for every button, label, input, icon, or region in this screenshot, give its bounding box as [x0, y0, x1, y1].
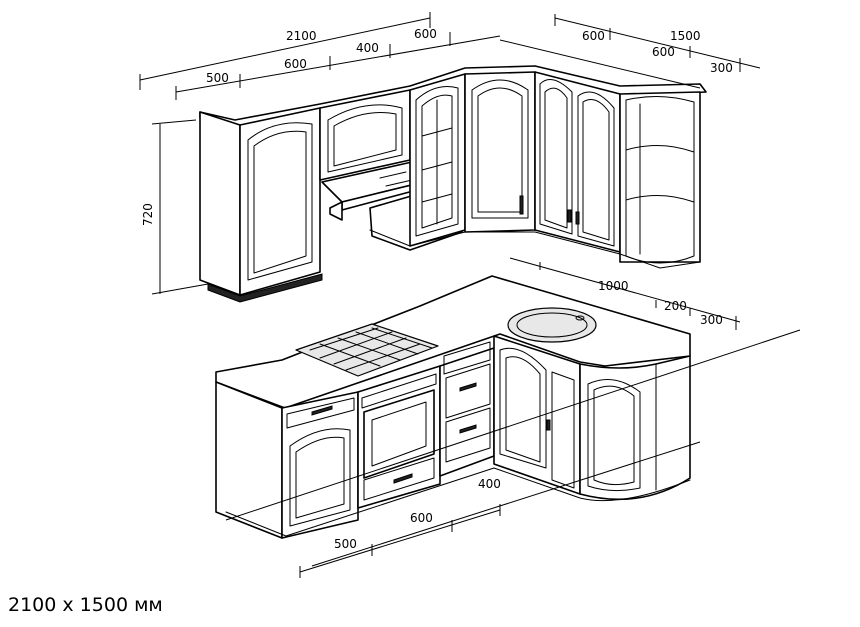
upper-cabinets [199, 65, 707, 303]
dim-lower-side-a: 200 [664, 299, 687, 313]
dim-upper-side-a: 600 [582, 29, 605, 43]
upper-open-shelves [619, 91, 701, 264]
lower-left-cabinet [215, 381, 359, 539]
dim-upper-side-total: 1500 [670, 29, 701, 43]
sink-cabinet [493, 335, 581, 495]
dim-lower-front-a: 500 [334, 537, 357, 551]
dim-lower-front-c: 400 [478, 477, 501, 491]
dimension-labels: 2100 500 600 400 600 1500 600 600 300 72… [141, 27, 733, 551]
drawer-cabinet [439, 341, 495, 477]
sink [507, 307, 597, 343]
lower-cabinets [215, 275, 691, 539]
upper-glass-cabinet [409, 73, 466, 247]
dim-lower-side-total: 1000 [598, 279, 629, 293]
dim-lower-side-b: 300 [700, 313, 723, 327]
dim-upper-seg-d: 600 [414, 27, 437, 41]
dim-upper-height: 720 [141, 203, 155, 226]
lower-rounded-end-cabinet [579, 355, 691, 501]
dim-upper-total: 2100 [286, 29, 317, 43]
dim-upper-seg-a: 500 [206, 71, 229, 85]
dim-upper-side-c: 300 [710, 61, 733, 75]
dimension-lines [139, 12, 801, 578]
upper-right-cabinet [534, 71, 621, 253]
oven-cabinet [357, 365, 441, 509]
size-caption: 2100 x 1500 мм [8, 594, 163, 616]
dim-lower-front-b: 600 [410, 511, 433, 525]
upper-corner-cabinet [464, 71, 536, 233]
gas-hob [295, 323, 439, 377]
upper-left-cabinet [199, 107, 323, 303]
dim-upper-seg-b: 600 [284, 57, 307, 71]
dim-upper-seg-c: 400 [356, 41, 379, 55]
dim-upper-side-b: 600 [652, 45, 675, 59]
